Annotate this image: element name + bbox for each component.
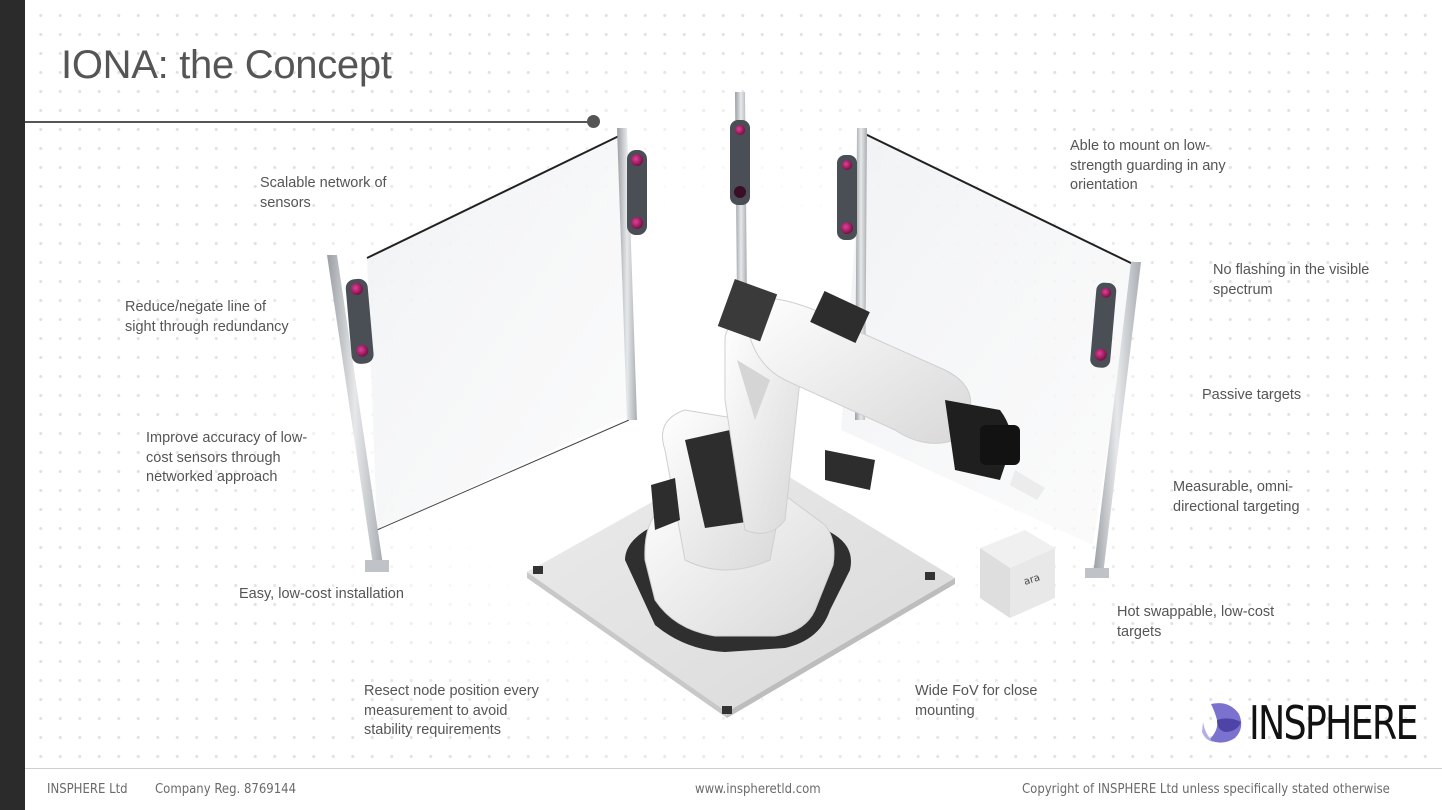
- target-box: ara: [980, 530, 1055, 618]
- label-passive-targets: Passive targets: [1202, 387, 1302, 403]
- footer-company: INSPHERE Ltd: [47, 782, 128, 797]
- robot-cell-illustration: ara: [327, 92, 1141, 718]
- footer-company-reg: Company Reg. 8769144: [155, 782, 297, 797]
- footer-website[interactable]: www.inspheretld.com: [695, 782, 821, 797]
- page-title: IONA: the Concept: [61, 43, 392, 87]
- title-divider: [25, 121, 591, 123]
- sensor-nodes: [345, 120, 1117, 368]
- footer-copyright: Copyright of INSPHERE Ltd unless specifi…: [1022, 782, 1390, 797]
- insphere-logo: INSPHERE: [1199, 696, 1442, 750]
- insphere-sphere-icon: [1202, 703, 1242, 743]
- label-mounting: Able to mount on low- strength guarding …: [1070, 138, 1226, 193]
- label-no-flashing: No flashing in the visible spectrum: [1213, 262, 1370, 298]
- label-resect: Resect node position every measurement t…: [364, 683, 539, 738]
- glass-guard-right: [841, 132, 1136, 545]
- slide: IONA: the Concept: [25, 0, 1442, 810]
- logo-wordmark: INSPHERE: [1249, 696, 1418, 750]
- label-wide-fov: Wide FoV for close mounting: [915, 683, 1038, 719]
- industrial-robot-arm: [644, 278, 1045, 637]
- title-divider-dot: [587, 115, 600, 128]
- label-hot-swappable: Hot swappable, low-cost targets: [1117, 604, 1275, 640]
- footer: INSPHERE Ltd Company Reg. 8769144 www.in…: [25, 768, 1442, 810]
- label-accuracy: Improve accuracy of low- cost sensors th…: [146, 430, 308, 485]
- glass-guard-left: [366, 134, 630, 531]
- label-omni-targeting: Measurable, omni- directional targeting: [1173, 479, 1300, 515]
- label-scalable-network: Scalable network of sensors: [260, 175, 387, 211]
- label-line-of-sight: Reduce/negate line of sight through redu…: [125, 299, 289, 335]
- label-installation: Easy, low-cost installation: [239, 586, 404, 602]
- target-box-label: ara: [1023, 572, 1042, 588]
